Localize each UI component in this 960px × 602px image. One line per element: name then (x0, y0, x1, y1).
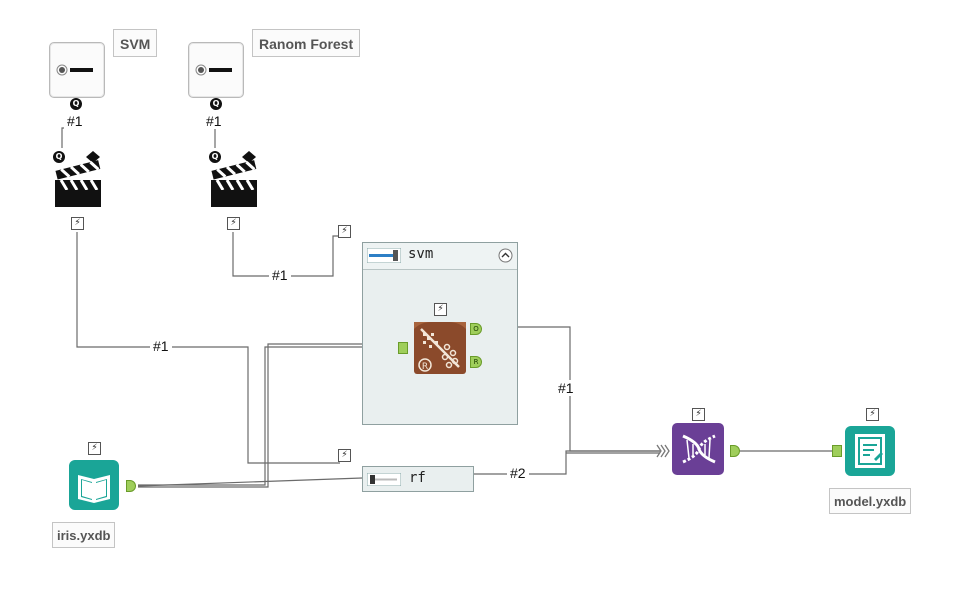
svm-param-annotation: SVM (113, 29, 158, 57)
lightning-bolt-icon: ⚡ (434, 303, 447, 316)
rf-param-q-anchor[interactable]: Q (210, 98, 222, 110)
lightning-bolt-icon: ⚡ (88, 442, 101, 455)
svm-param-q-anchor[interactable]: Q (70, 98, 82, 110)
lightning-bolt-icon: ⚡ (227, 217, 240, 230)
rf-param-conn-label: #1 (203, 113, 225, 129)
svm-input-anchor[interactable] (398, 342, 408, 354)
rf-control-param-icon[interactable]: ⚡ (338, 449, 351, 462)
input-file-label: iris.yxdb (52, 522, 116, 548)
document-icon[interactable] (844, 425, 898, 477)
toggle-icon[interactable] (367, 248, 401, 263)
connection-rf-macro-out[interactable] (232, 232, 340, 277)
svm-container-title: svm (408, 246, 434, 262)
clapperboard-icon[interactable] (50, 145, 110, 210)
lightning-bolt-icon: ⚡ (866, 408, 879, 421)
connection-input-svm-2[interactable] (138, 343, 398, 488)
collapse-icon[interactable] (498, 248, 513, 263)
output-file-label: model.yxdb (829, 488, 912, 514)
svm-macro-q-anchor[interactable]: Q (53, 151, 65, 163)
connection-label-svm-macro: #1 (150, 338, 172, 354)
rf-macro-q-anchor[interactable]: Q (209, 151, 221, 163)
connection-label-rf-out: #2 (507, 465, 529, 481)
connection-label-rf-macro: #1 (269, 267, 291, 283)
output-input-anchor[interactable] (832, 445, 842, 457)
svm-container-header[interactable]: svm (363, 243, 517, 270)
slider-icon (195, 64, 232, 76)
svm-tool-container[interactable]: svm ⚡ R O R (362, 242, 518, 425)
connection-rf-out[interactable] (474, 450, 660, 475)
connection-input-rf[interactable] (137, 477, 363, 487)
connection-input-svm[interactable] (138, 346, 398, 486)
dna-output-anchor[interactable] (730, 445, 740, 457)
connection-svm-macro-out[interactable] (76, 232, 340, 464)
svm-param-conn-label: #1 (64, 113, 86, 129)
toggle-icon[interactable] (367, 473, 401, 486)
rf-tool-container[interactable]: rf (362, 466, 474, 492)
svg-text:R: R (422, 362, 428, 372)
connection-label-svm-out: #1 (555, 380, 577, 396)
book-icon[interactable] (68, 459, 124, 513)
rf-param-tool[interactable] (188, 42, 244, 98)
svm-param-tool[interactable] (49, 42, 105, 98)
rf-param-annotation: Ranom Forest (252, 29, 361, 57)
clapperboard-icon[interactable] (206, 145, 266, 210)
rf-container-title: rf (409, 470, 426, 486)
dna-icon[interactable] (671, 422, 727, 478)
slider-icon (56, 64, 93, 76)
input-output-anchor[interactable] (126, 480, 136, 492)
scatter-model-icon[interactable]: R (411, 319, 469, 377)
lightning-bolt-icon: ⚡ (71, 217, 84, 230)
svm-output-anchor-r[interactable]: R (470, 356, 482, 368)
svm-control-param-icon[interactable]: ⚡ (338, 225, 351, 238)
svm-output-anchor-o[interactable]: O (470, 323, 482, 335)
lightning-bolt-icon: ⚡ (692, 408, 705, 421)
multi-input-anchor-icon[interactable] (656, 443, 670, 459)
